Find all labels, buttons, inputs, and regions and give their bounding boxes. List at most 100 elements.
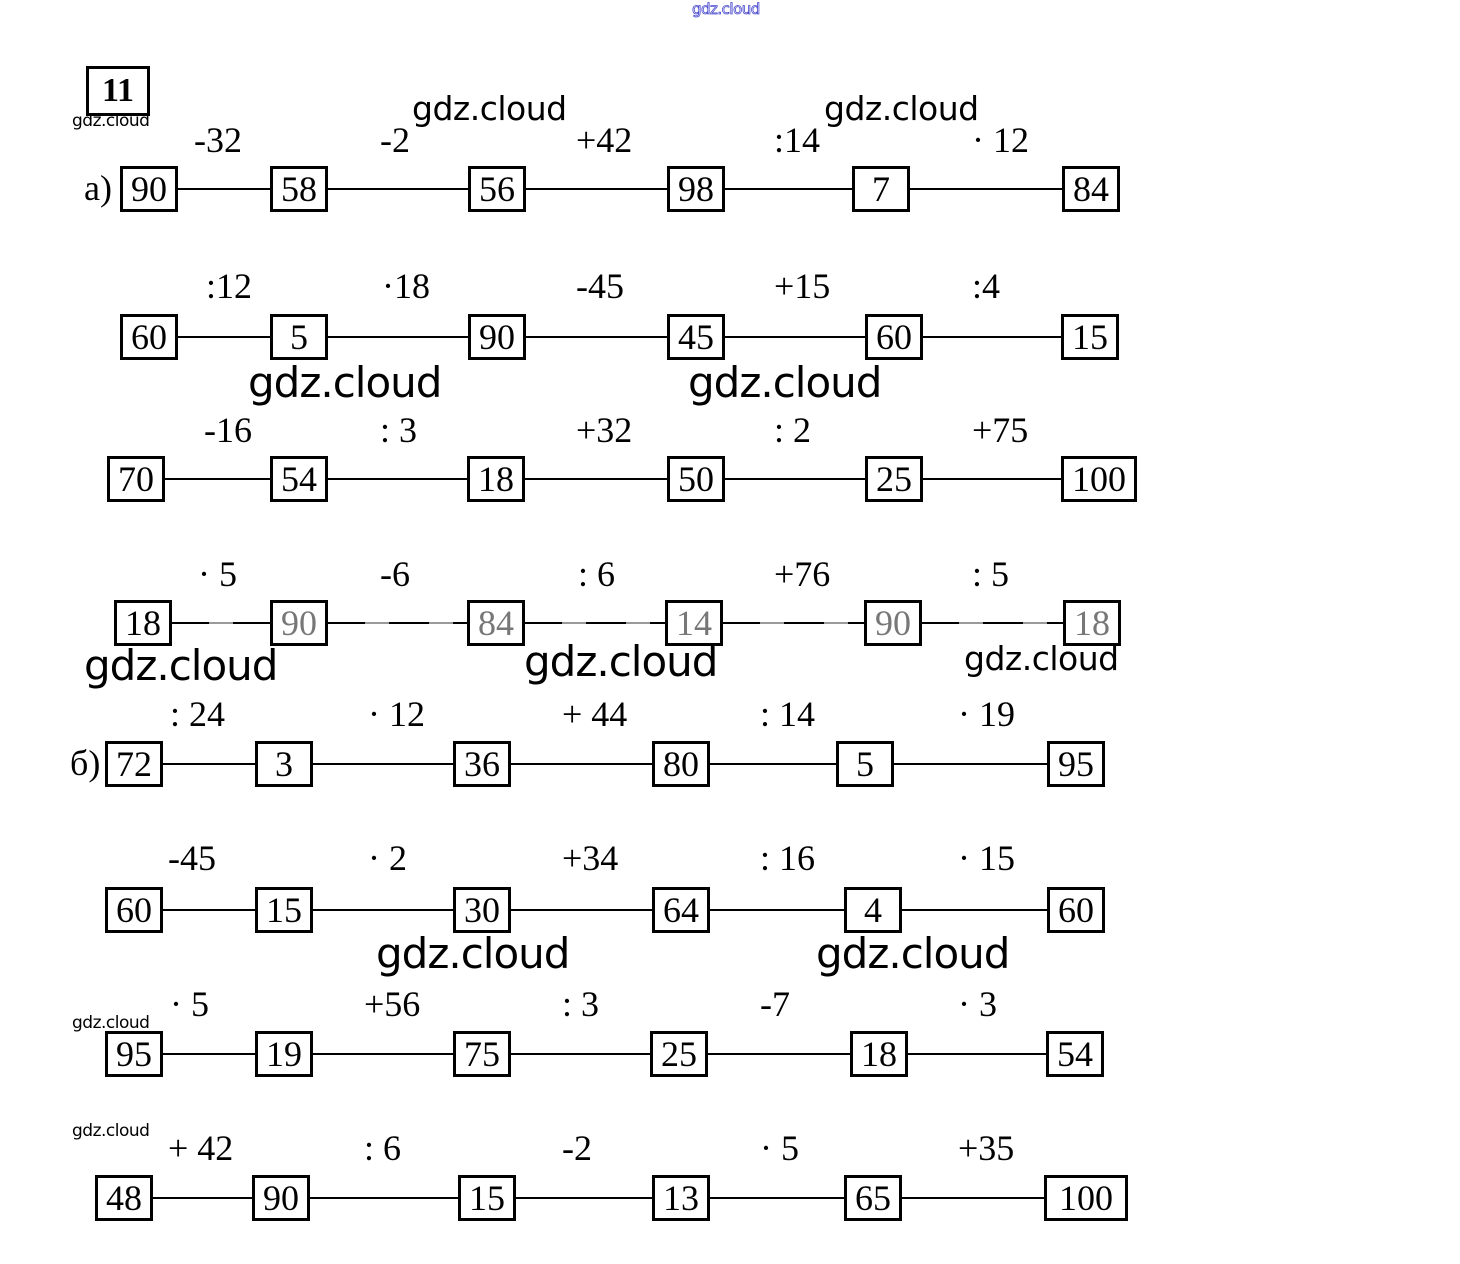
operation-label: -7 [760,984,790,1024]
operation-label: -45 [168,838,216,878]
number-box: 65 [844,1175,902,1221]
connector-line [162,478,270,480]
operation-label: :4 [972,266,1001,306]
watermark: gdz.cloud [524,637,718,686]
number-box: 36 [453,741,511,787]
operation-label: +15 [774,266,831,306]
connector-line [508,909,652,911]
operation-label: +76 [774,554,831,594]
number-box: 90 [864,600,922,646]
number-box: 5 [836,741,894,787]
task-number: 11 [86,66,150,116]
operation-label: · 5 [170,984,209,1024]
number-box: 95 [1047,741,1105,787]
number-box: 56 [468,166,526,212]
number-box: 90 [468,314,526,360]
part-label-a: а) [84,168,112,208]
connector-line [907,188,1062,190]
connector-line [722,188,852,190]
number-box: 60 [865,314,923,360]
operation-label: · 12 [972,120,1029,160]
operation-label: + 44 [562,694,628,734]
number-box: 64 [652,887,710,933]
number-box: 58 [270,166,328,212]
operation-label: · 2 [368,838,407,878]
operation-label: -2 [562,1128,592,1168]
connector-line [891,763,1047,765]
number-box: 13 [652,1175,710,1221]
connector-line [175,188,270,190]
connector-line [722,478,865,480]
connector-line [513,1197,652,1199]
watermark: gdz.cloud [376,929,570,978]
operation-label: · 3 [958,984,997,1024]
operation-label: : 24 [170,694,226,734]
number-box: 18 [1063,600,1121,646]
connector-line [307,1197,458,1199]
connector-line [522,478,667,480]
watermark: gdz.cloud [688,358,882,407]
number-box: 84 [467,600,525,646]
connector-line [919,622,1063,624]
number-box: 60 [120,314,178,360]
operation-label: : 16 [760,838,816,878]
operation-label: · 5 [198,554,237,594]
watermark: gdz.cloud [72,111,150,131]
operation-label: : 3 [380,410,418,450]
operation-label: : 6 [578,554,616,594]
watermark: gdz.cloud [72,1121,150,1141]
operation-label: : 2 [774,410,812,450]
operation-label: +42 [576,120,633,160]
number-box: 90 [270,600,328,646]
connector-line [160,763,255,765]
number-box: 18 [114,600,172,646]
number-box: 95 [105,1031,163,1077]
number-box: 15 [458,1175,516,1221]
number-box: 30 [453,887,511,933]
connector-line [310,909,453,911]
connector-line [508,763,652,765]
connector-line [325,622,467,624]
number-box: 72 [105,741,163,787]
number-box: 45 [667,314,725,360]
operation-label: +34 [562,838,619,878]
operation-label: -32 [194,120,242,160]
connector-line [175,336,270,338]
number-box: 3 [255,741,313,787]
watermark: gdz.cloud [824,89,979,128]
connector-line [722,336,865,338]
number-box: 15 [1061,314,1119,360]
operation-label: :12 [206,266,253,306]
number-box: 19 [255,1031,313,1077]
connector-line [523,188,667,190]
watermark: gdz.cloud [84,641,278,690]
connector-line [905,1053,1046,1055]
operation-label: -16 [204,410,252,450]
number-box: 15 [255,887,313,933]
operation-label: + 42 [168,1128,234,1168]
operation-label: -2 [380,120,410,160]
connector-line [310,1053,453,1055]
connector-line [707,763,836,765]
header-watermark: gdz.cloud [692,0,761,18]
watermark: gdz.cloud [412,89,567,128]
operation-label: : 3 [562,984,600,1024]
connector-line [310,763,453,765]
number-box: 75 [453,1031,511,1077]
connector-line [899,1197,1044,1199]
number-box: 14 [665,600,723,646]
number-box: 80 [652,741,710,787]
number-box: 84 [1062,166,1120,212]
connector-line [920,336,1061,338]
operation-label: :14 [774,120,821,160]
connector-line [160,909,255,911]
number-box: 25 [865,456,923,502]
connector-line [325,336,468,338]
number-box: 90 [120,166,178,212]
number-box: 18 [850,1031,908,1077]
connector-line [707,909,844,911]
number-box: 100 [1044,1175,1128,1221]
connector-line [160,1053,255,1055]
number-box: 60 [1047,887,1105,933]
operation-label: ·18 [382,266,430,306]
